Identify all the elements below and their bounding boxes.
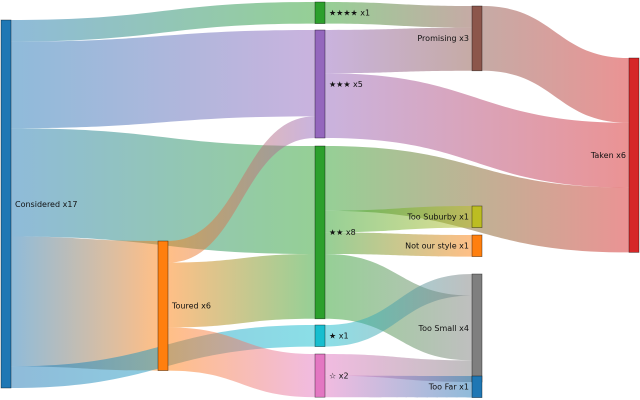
link-r2-to-notstyle[interactable] (325, 232, 472, 257)
node-r2[interactable] (314, 145, 326, 320)
link-r2-to-suburby[interactable] (325, 206, 472, 233)
node-label-r4: ★★★★ x1 (329, 9, 370, 18)
link-toured-to-r3[interactable] (168, 116, 315, 263)
link-r3-to-taken[interactable] (325, 73, 629, 188)
node-suburby[interactable] (471, 205, 483, 228)
link-r0-to-toofar[interactable] (325, 375, 472, 398)
link-r1-to-toosmall[interactable] (325, 274, 472, 347)
node-taken[interactable] (628, 57, 640, 253)
link-r3-to-promising[interactable] (325, 27, 472, 74)
node-label-suburby: Too Suburby x1 (406, 213, 469, 222)
node-label-r2: ★★ x8 (329, 228, 356, 237)
node-toosmall[interactable] (471, 273, 483, 383)
node-label-considered: Considered x17 (15, 200, 78, 209)
link-r4-to-promising[interactable] (325, 2, 472, 28)
node-label-toosmall: Too Small x4 (418, 324, 469, 333)
node-label-toofar: Too Far x1 (428, 383, 469, 392)
node-label-notstyle: Not our style x1 (405, 242, 469, 251)
link-toured-to-r0[interactable] (168, 327, 315, 398)
node-label-promising: Promising x3 (417, 34, 469, 43)
node-label-r0: ☆ x2 (329, 371, 349, 380)
node-notstyle[interactable] (471, 234, 483, 257)
node-promising[interactable] (471, 5, 483, 72)
link-considered-to-r2[interactable] (11, 128, 315, 254)
node-label-taken: Taken x6 (590, 151, 626, 160)
node-r3[interactable] (314, 29, 326, 139)
node-label-toured: Toured x6 (171, 302, 211, 311)
node-toofar[interactable] (471, 375, 483, 398)
node-r1[interactable] (314, 324, 326, 347)
link-r0-to-toosmall[interactable] (325, 354, 472, 382)
node-label-r3: ★★★ x5 (329, 80, 363, 89)
node-r4[interactable] (314, 1, 326, 24)
link-considered-to-r3[interactable] (11, 30, 315, 129)
link-considered-to-r4[interactable] (11, 2, 315, 42)
link-considered-to-toured[interactable] (11, 236, 158, 371)
node-toured[interactable] (157, 240, 169, 371)
node-label-r1: ★ x1 (329, 332, 349, 341)
link-r2-to-taken[interactable] (325, 146, 629, 253)
links-layer (11, 2, 629, 398)
link-toured-to-r2[interactable] (168, 254, 315, 328)
node-considered[interactable] (0, 19, 12, 389)
link-promising-to-taken[interactable] (482, 6, 629, 123)
node-r0[interactable] (314, 353, 326, 398)
